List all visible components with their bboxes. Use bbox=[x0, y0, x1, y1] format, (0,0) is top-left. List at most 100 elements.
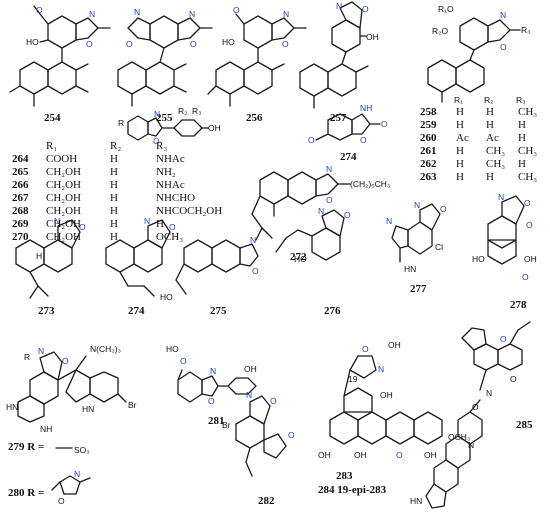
svg-text:HO: HO bbox=[160, 292, 173, 302]
structure-274: N O 274 bbox=[105, 216, 176, 317]
svg-text:O: O bbox=[58, 496, 65, 506]
svg-text:N: N bbox=[386, 216, 392, 226]
svg-text:O: O bbox=[524, 198, 531, 208]
svg-text:N: N bbox=[246, 390, 252, 400]
svg-text:O: O bbox=[288, 430, 295, 440]
svg-text:O: O bbox=[308, 135, 315, 145]
svg-text:HO: HO bbox=[222, 37, 235, 47]
svg-text:Br: Br bbox=[128, 400, 137, 410]
svg-text:N: N bbox=[74, 469, 80, 479]
svg-text:O: O bbox=[252, 266, 259, 276]
svg-text:O: O bbox=[79, 222, 86, 232]
svg-text:N: N bbox=[378, 364, 384, 374]
structure-264-270: R N O R₂ R₃ OH bbox=[118, 106, 221, 146]
svg-text:OH: OH bbox=[388, 340, 401, 350]
compound-label-255: 255 bbox=[156, 112, 173, 124]
compound-label-256: 256 bbox=[246, 112, 263, 124]
svg-text:N: N bbox=[38, 346, 44, 356]
svg-text:O: O bbox=[500, 334, 507, 344]
compound-label-274b: 274 bbox=[128, 305, 145, 317]
svg-text:H: H bbox=[36, 251, 42, 261]
compound-label-272: 272 bbox=[290, 251, 307, 263]
compound-label-284: 284 19-epi-283 bbox=[318, 484, 387, 496]
svg-text:Cl: Cl bbox=[435, 242, 443, 252]
svg-text:NH: NH bbox=[40, 424, 52, 434]
svg-text:O: O bbox=[190, 39, 197, 49]
compound-label-254: 254 bbox=[44, 112, 61, 124]
svg-text:N: N bbox=[54, 216, 60, 226]
table-258-header: R₁ R₂ R₃ bbox=[454, 95, 526, 105]
svg-text:O: O bbox=[396, 450, 403, 460]
svg-text:N: N bbox=[486, 388, 492, 398]
structure-258-263: R₁O R₂O N O R₃ bbox=[427, 4, 531, 103]
svg-text:HN: HN bbox=[404, 264, 416, 274]
svg-text:N: N bbox=[468, 440, 474, 450]
compound-label-282: 282 bbox=[258, 495, 275, 507]
svg-text:OH: OH bbox=[318, 450, 331, 460]
svg-text:HO: HO bbox=[26, 37, 39, 47]
svg-text:HO: HO bbox=[166, 344, 179, 354]
svg-text:OH: OH bbox=[380, 390, 393, 400]
structure-283-284: O N 19 OH OH OCH₃ OH OH O OH 283 284 19-… bbox=[318, 340, 470, 496]
structure-281: OH HO O N O 281 bbox=[166, 344, 257, 427]
svg-text:N: N bbox=[326, 164, 332, 174]
compound-label-278: 278 bbox=[510, 299, 527, 311]
structure-274-benzoxazolinone: NH O O O 274 bbox=[308, 103, 388, 163]
svg-text:O: O bbox=[208, 396, 215, 406]
svg-text:N: N bbox=[318, 206, 324, 216]
svg-text:O: O bbox=[472, 402, 479, 412]
svg-text:N: N bbox=[498, 192, 504, 202]
svg-text:O: O bbox=[362, 344, 369, 354]
structure-278: N O O HO OH O 278 bbox=[472, 192, 537, 311]
structure-275: N O HO 275 bbox=[160, 235, 259, 317]
svg-text:N: N bbox=[336, 1, 342, 11]
compound-label-274a: 274 bbox=[340, 151, 357, 163]
svg-text:O: O bbox=[126, 39, 133, 49]
svg-text:N: N bbox=[250, 235, 256, 245]
svg-text:SO₃: SO₃ bbox=[74, 445, 90, 455]
svg-text:N: N bbox=[500, 10, 506, 20]
svg-text:N: N bbox=[134, 7, 140, 17]
svg-text:R: R bbox=[118, 118, 124, 128]
svg-text:O: O bbox=[36, 5, 43, 15]
svg-text:NH: NH bbox=[360, 103, 372, 113]
svg-text:O: O bbox=[180, 356, 187, 366]
structure-256: O HO N O 256 bbox=[207, 5, 307, 124]
svg-text:O: O bbox=[86, 39, 93, 49]
compound-label-273: 273 bbox=[38, 305, 55, 317]
svg-text:R₂: R₂ bbox=[178, 106, 187, 116]
svg-text:Br: Br bbox=[222, 420, 231, 430]
structure-279-280: R N O HN NH N(CH₃)₃ HN Br 279 R = SO₃ 28… bbox=[6, 344, 137, 506]
svg-text:N: N bbox=[189, 9, 195, 19]
svg-text:19: 19 bbox=[348, 374, 358, 384]
svg-text:O: O bbox=[169, 222, 176, 232]
svg-text:O: O bbox=[362, 4, 369, 14]
svg-text:N: N bbox=[414, 200, 420, 210]
svg-text:280 R =: 280 R = bbox=[8, 487, 44, 499]
svg-text:O: O bbox=[282, 39, 289, 49]
compound-label-285: 285 bbox=[516, 419, 533, 431]
svg-text:HO: HO bbox=[472, 254, 485, 264]
svg-text:OH: OH bbox=[424, 450, 437, 460]
compound-label-277: 277 bbox=[410, 283, 427, 295]
structure-285: O O N O N HN 285 bbox=[410, 321, 533, 509]
svg-text:OH: OH bbox=[366, 32, 379, 42]
svg-text:N: N bbox=[283, 9, 289, 19]
svg-text:N(CH₃)₃: N(CH₃)₃ bbox=[90, 344, 121, 354]
